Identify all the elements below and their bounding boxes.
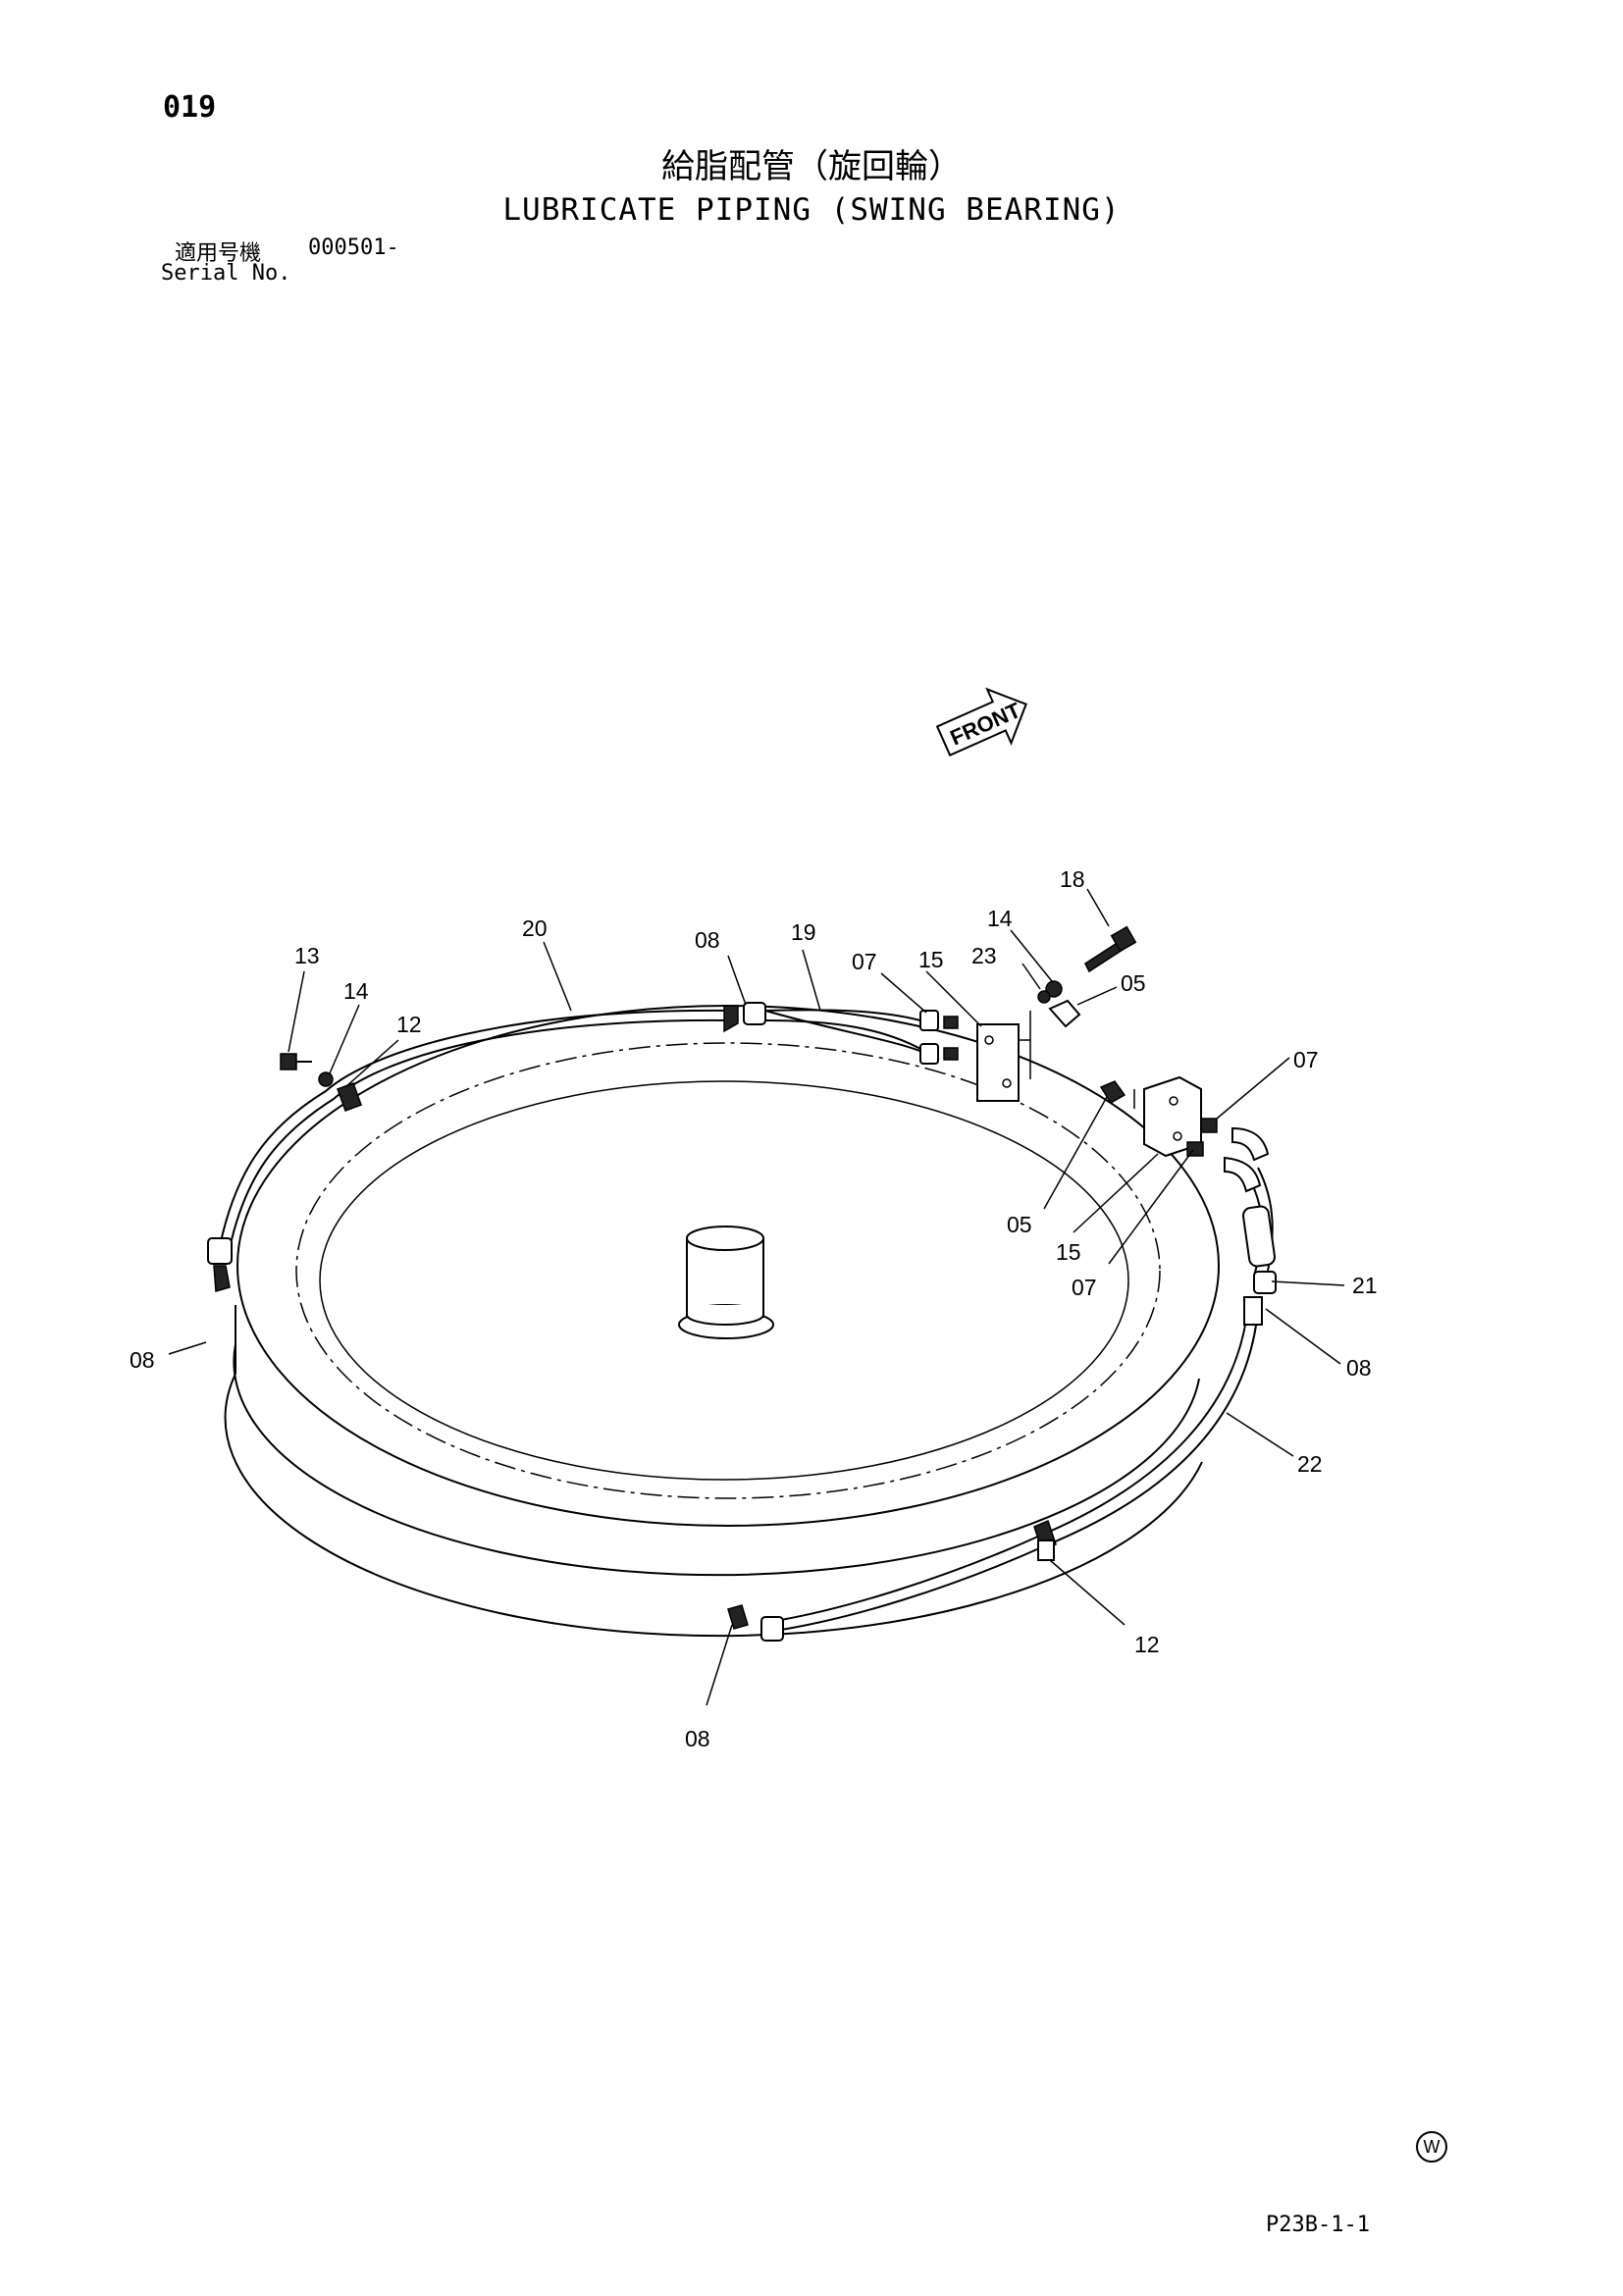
clamp-12-right bbox=[1033, 1519, 1057, 1561]
title-english: LUBRICATE PIPING (SWING BEARING) bbox=[502, 192, 1121, 228]
grease-nipple-05-right bbox=[1099, 1080, 1126, 1105]
w-mark: W bbox=[1416, 2131, 1447, 2163]
callout-07-top: 07 bbox=[852, 949, 877, 974]
bolt-13 bbox=[280, 1053, 312, 1070]
callout-12-bottom: 12 bbox=[1134, 1632, 1160, 1657]
callout-21: 21 bbox=[1352, 1273, 1378, 1298]
pipe-19 bbox=[764, 1009, 923, 1053]
callout-15-right: 15 bbox=[1056, 1239, 1081, 1265]
callout-15-top: 15 bbox=[918, 947, 944, 972]
callout-14-left: 14 bbox=[343, 978, 369, 1004]
callout-22: 22 bbox=[1297, 1451, 1323, 1477]
callout-23: 23 bbox=[971, 943, 997, 968]
elbow-fitting-08-left bbox=[207, 1237, 233, 1292]
bolt-18 bbox=[1084, 925, 1137, 973]
callout-05-top: 05 bbox=[1121, 970, 1146, 996]
fitting-07-right bbox=[1186, 1118, 1270, 1193]
front-arrow-icon: FRONT bbox=[935, 687, 1027, 757]
serial-label-english: Serial No. bbox=[161, 261, 291, 286]
washer-14-top bbox=[1045, 980, 1063, 998]
callout-14-top: 14 bbox=[987, 906, 1013, 931]
callout-07-right-upper: 07 bbox=[1293, 1047, 1319, 1072]
center-joint bbox=[678, 1226, 774, 1339]
callout-12-left: 12 bbox=[396, 1012, 422, 1037]
washer-14-left bbox=[318, 1071, 334, 1087]
elbow-fitting-08-bottom bbox=[727, 1604, 784, 1642]
serial-label-japanese: 適用号機 bbox=[175, 241, 262, 266]
elbow-fitting-08-top bbox=[723, 1002, 766, 1033]
leader-lines bbox=[168, 888, 1345, 1706]
callout-05-right: 05 bbox=[1007, 1212, 1032, 1237]
callout-20: 20 bbox=[522, 915, 548, 941]
callout-19: 19 bbox=[791, 919, 816, 945]
callout-labels: 18 14 23 05 13 14 12 20 08 19 07 15 07 0… bbox=[130, 866, 1378, 1751]
page-number: 019 bbox=[163, 90, 217, 125]
pipe-20 bbox=[219, 1009, 731, 1249]
nut-23 bbox=[1037, 990, 1051, 1004]
elbow-fitting-08-right bbox=[1243, 1271, 1277, 1326]
callout-08-right: 08 bbox=[1346, 1355, 1372, 1381]
block-15-top bbox=[976, 1011, 1031, 1102]
hose-21 bbox=[1241, 1205, 1277, 1268]
callout-08-left: 08 bbox=[130, 1347, 155, 1373]
grease-nipple-05-top bbox=[1048, 999, 1081, 1028]
title-japanese: 給脂配管（旋回輪） bbox=[661, 147, 962, 186]
callout-18: 18 bbox=[1060, 866, 1085, 892]
callout-07-right-lower: 07 bbox=[1072, 1275, 1097, 1300]
callout-13: 13 bbox=[294, 943, 320, 968]
callout-08-bottom: 08 bbox=[685, 1726, 710, 1751]
callout-08-top: 08 bbox=[695, 927, 720, 953]
serial-number-value: 000501- bbox=[308, 235, 399, 260]
fitting-07-top bbox=[919, 1010, 959, 1065]
page-code: P23B-1-1 bbox=[1266, 2213, 1370, 2237]
